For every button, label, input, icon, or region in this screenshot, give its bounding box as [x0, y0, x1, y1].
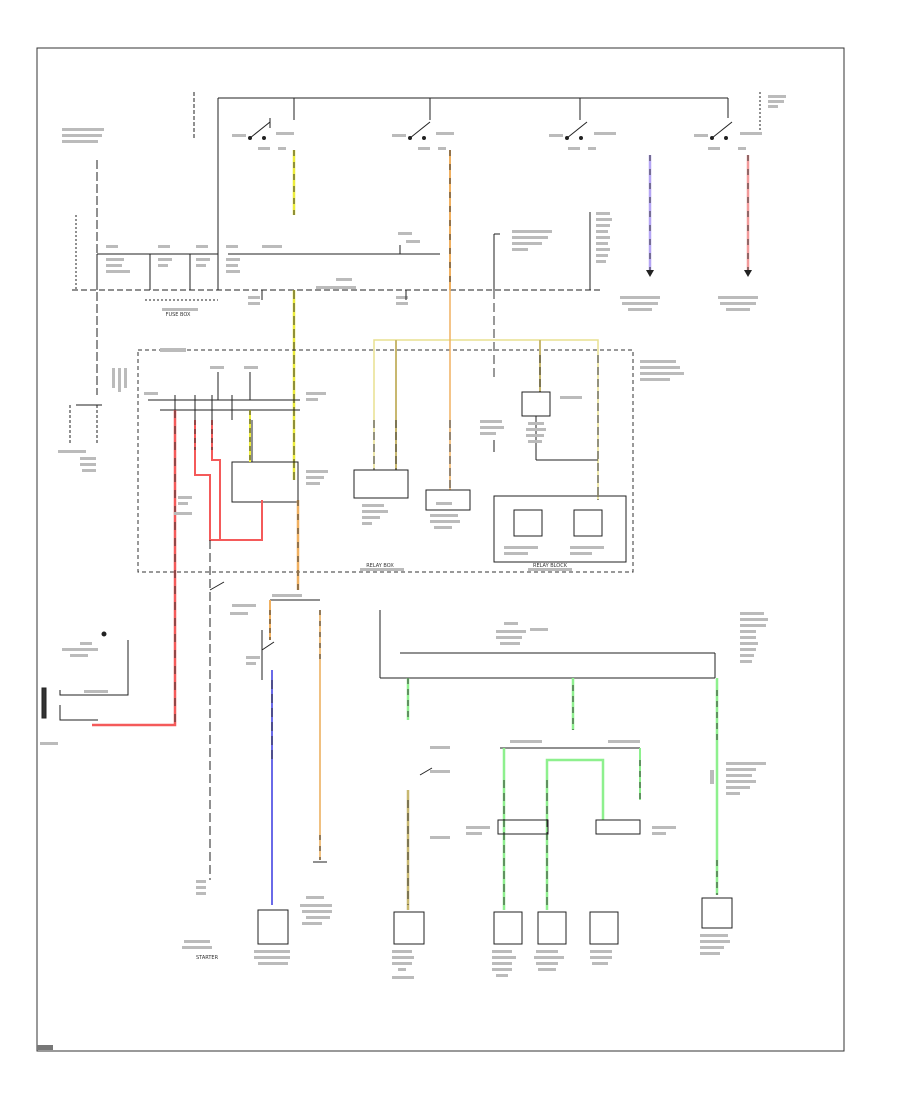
fuse-box-label: FUSE BOX — [166, 312, 191, 318]
ignition-switch — [193, 92, 761, 290]
starter-cut-relay — [148, 372, 300, 503]
lower-left-components — [254, 896, 332, 965]
starter-area — [41, 540, 320, 880]
fuse-box: FUSE BOX — [72, 232, 600, 318]
top-right-connectors — [493, 155, 758, 311]
left-wiring — [69, 160, 102, 445]
relay-modules — [353, 391, 627, 563]
relay-box: RELAY BOX RELAY BLOCK — [137, 348, 684, 573]
relay-yellow-wires — [249, 290, 599, 500]
relay-module-labels — [362, 396, 604, 555]
red-wires — [92, 410, 263, 727]
relay-box-label: RELAY BOX — [366, 563, 394, 569]
starter-label: STARTER — [196, 955, 219, 961]
relay-block-label: RELAY BLOCK — [533, 563, 568, 569]
left-labels — [58, 128, 127, 472]
lower-right-component-labels — [392, 934, 730, 979]
lower-right-wires — [406, 678, 719, 910]
lower-right-components — [393, 897, 733, 945]
page-frame — [36, 47, 845, 1052]
ignition-switch-labels — [232, 95, 786, 150]
lower-left-wires — [269, 500, 327, 905]
page-tag — [37, 1045, 53, 1050]
upper-wires — [261, 150, 495, 480]
control-module — [379, 610, 716, 776]
starter-area-labels — [40, 496, 302, 949]
starter-cut-relay-labels — [144, 366, 328, 485]
control-module-labels — [430, 612, 768, 839]
